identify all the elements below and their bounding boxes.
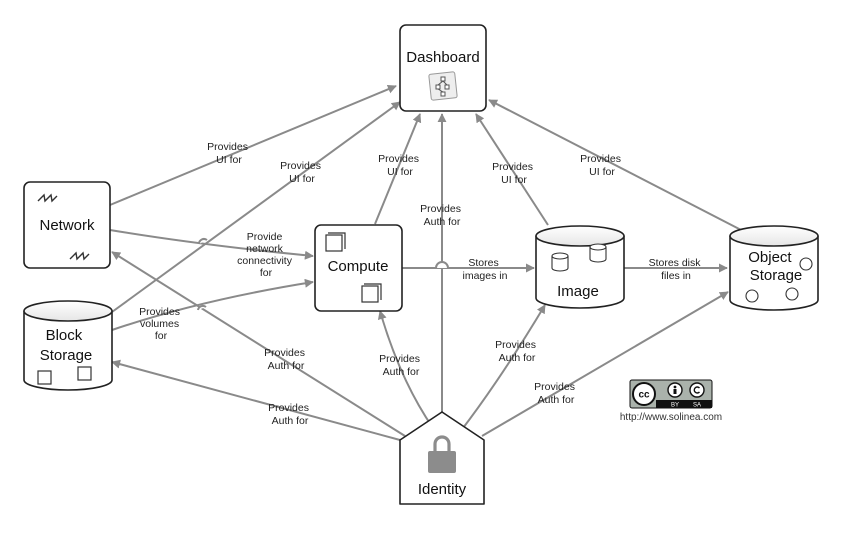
network-label: Network (39, 217, 95, 234)
block-square-icon (37, 366, 92, 385)
label-identity-dashboard: Provides Auth for (420, 203, 464, 228)
compute-node: Compute (314, 224, 403, 312)
by-attribution-icon (667, 382, 683, 398)
edge-identity-to-block (111, 359, 401, 441)
dashboard-label: Dashboard (406, 49, 479, 66)
label-image-object: Stores disk files in (649, 257, 704, 282)
edge-compute-to-dashboard (374, 113, 422, 225)
edge-identity-to-object (481, 291, 729, 437)
dashboard-icon (428, 71, 458, 101)
label-identity-network: Provides Auth for (264, 347, 308, 372)
block-storage-node: Block Storage (23, 300, 113, 391)
edge-object-to-dashboard (488, 99, 746, 233)
identity-label: Identity (418, 481, 467, 498)
label-image-dashboard: Provides UI for (492, 161, 536, 186)
edge-block-to-compute (111, 278, 314, 331)
edge-network-to-dashboard (109, 84, 397, 206)
network-node: Network (23, 181, 111, 269)
label-identity-object: Provides Auth for (534, 381, 578, 406)
block-storage-label: Block Storage (40, 327, 93, 364)
dashboard-node: Dashboard (399, 24, 487, 112)
label-identity-image: Provides Auth for (495, 339, 539, 364)
label-object-dashboard: Provides UI for (580, 153, 624, 178)
solinea-url: http://www.solinea.com (620, 412, 722, 423)
cc-license-badge: cc BY SA (629, 379, 713, 409)
lock-icon (428, 435, 456, 473)
image-disk-icon (551, 243, 607, 272)
image-node: Image (535, 225, 625, 309)
label-identity-compute: Provides Auth for (379, 353, 423, 378)
edge-network-to-compute (109, 229, 314, 260)
compute-label: Compute (328, 258, 389, 275)
edge-identity-to-compute (377, 310, 434, 429)
svg-text:cc: cc (638, 390, 650, 401)
network-bolt-icon (37, 193, 90, 261)
svg-text:BY: BY (671, 403, 679, 409)
object-storage-label: Object Storage (748, 249, 802, 284)
image-label: Image (557, 283, 599, 300)
svg-text:SA: SA (693, 403, 701, 409)
label-identity-block: Provides Auth for (268, 402, 312, 427)
edge-block-to-dashboard (111, 101, 401, 313)
label-compute-image: Stores images in (463, 257, 508, 282)
cc-icon: cc (632, 382, 656, 406)
label-network-compute: Provide network connectivity for (237, 231, 295, 279)
label-network-dashboard: Provides UI for (207, 141, 251, 166)
sa-sharealike-icon (689, 382, 705, 398)
label-compute-dashboard: Provides UI for (378, 153, 422, 178)
edge-identity-to-image (459, 304, 546, 433)
compute-server-icon (325, 232, 382, 303)
label-block-dashboard: Provides UI for (280, 160, 324, 185)
object-storage-node: Object Storage (729, 225, 819, 311)
identity-node: Identity (399, 411, 485, 505)
object-circle-icon (745, 257, 813, 303)
edge-image-to-dashboard (475, 113, 549, 226)
label-block-compute: Provides volumes for (139, 306, 183, 342)
edge-identity-to-network (111, 251, 406, 437)
